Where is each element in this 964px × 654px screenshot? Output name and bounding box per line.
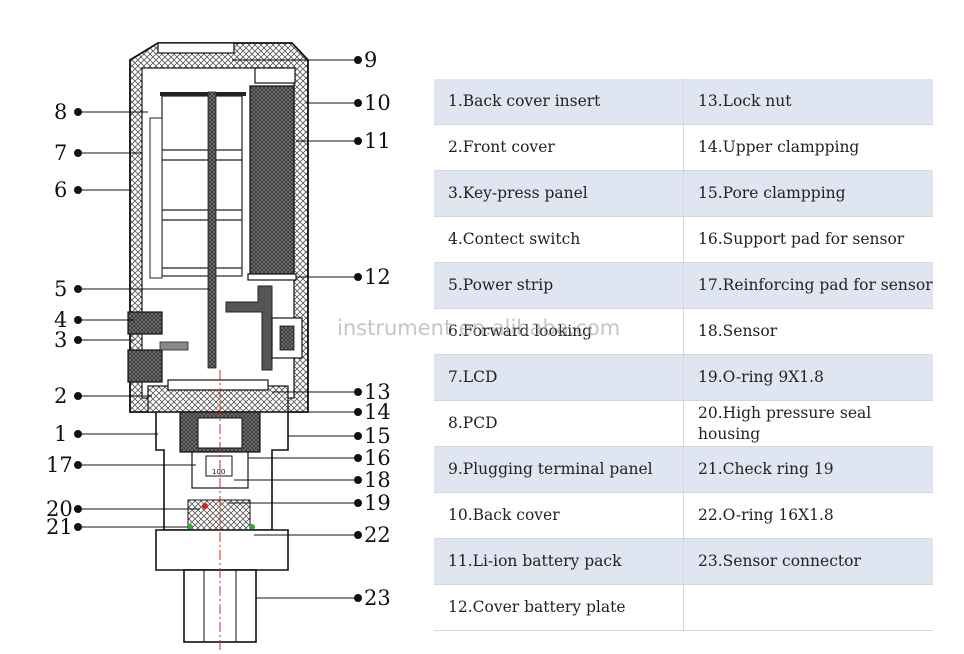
callout-9: 9 xyxy=(364,48,377,72)
callout-dots xyxy=(74,56,362,602)
part-left-cell: 4.Contect switch xyxy=(434,216,684,263)
part-left-cell: 5.Power strip xyxy=(434,262,684,309)
seal-housing xyxy=(187,499,251,531)
part-right-cell xyxy=(683,584,933,631)
watermark: instrument.en.alibaba.com xyxy=(337,316,621,340)
part-right-cell: 22.O-ring 16X1.8 xyxy=(683,492,933,539)
callout-4: 4 xyxy=(54,308,67,332)
part-left-cell: 9.Plugging terminal panel xyxy=(434,446,684,493)
callout-1: 1 xyxy=(54,422,67,446)
part-left-cell: 3.Key-press panel xyxy=(434,170,684,217)
callout-19: 19 xyxy=(364,491,391,515)
battery-cover-plate xyxy=(247,273,297,281)
cross-section-diagram: 100 xyxy=(46,42,391,650)
part-left-cell: 12.Cover battery plate xyxy=(434,584,684,631)
callout-11: 11 xyxy=(364,129,391,153)
callout-23: 23 xyxy=(364,586,391,610)
part-left-cell: 2.Front cover xyxy=(434,124,684,171)
sensor-label: 100 xyxy=(212,468,225,476)
lcd-pcb-stack xyxy=(149,91,246,369)
callout-12: 12 xyxy=(364,265,391,289)
callout-15: 15 xyxy=(364,424,391,448)
callout-13: 13 xyxy=(364,380,391,404)
part-left-cell: 11.Li-ion battery pack xyxy=(434,538,684,585)
o-ring-right xyxy=(249,524,255,530)
callout-6: 6 xyxy=(54,178,67,202)
part-left-cell: 1.Back cover insert xyxy=(434,79,684,125)
callout-17: 17 xyxy=(46,453,73,477)
part-right-cell: 17.Reinforcing pad for sensor xyxy=(683,262,933,309)
callout-numbers: 8 7 6 5 4 3 2 1 17 20 21 9 10 11 12 13 1… xyxy=(46,48,391,610)
part-right-cell: 15.Pore clampping xyxy=(683,170,933,217)
callout-8: 8 xyxy=(54,100,67,124)
callout-14: 14 xyxy=(364,400,391,424)
part-right-cell: 14.Upper clampping xyxy=(683,124,933,171)
part-left-cell: 7.LCD xyxy=(434,354,684,401)
part-left-cell: 6.Forward looking xyxy=(434,308,684,355)
callout-2: 2 xyxy=(54,384,67,408)
callout-21: 21 xyxy=(46,515,73,539)
callout-10: 10 xyxy=(364,91,391,115)
callout-22: 22 xyxy=(364,523,391,547)
part-left-cell: 10.Back cover xyxy=(434,492,684,539)
part-right-cell: 21.Check ring 19 xyxy=(683,446,933,493)
part-right-cell: 23.Sensor connector xyxy=(683,538,933,585)
side-connector xyxy=(271,317,303,359)
callout-18: 18 xyxy=(364,468,391,492)
o-ring-19 xyxy=(202,503,208,509)
part-right-cell: 19.O-ring 9X1.8 xyxy=(683,354,933,401)
leader-lines xyxy=(78,59,358,599)
part-left-cell: 8.PCD xyxy=(434,400,684,447)
part-right-cell: 20.High pressure seal housing xyxy=(683,400,933,447)
parts-table-row: 12.Cover battery plate xyxy=(434,584,933,631)
callout-20: 20 xyxy=(46,497,73,521)
part-right-cell: 16.Support pad for sensor xyxy=(683,216,933,263)
power-strip xyxy=(225,285,273,371)
contact-switch xyxy=(127,311,163,335)
callout-16: 16 xyxy=(364,446,391,470)
o-ring-left xyxy=(187,524,193,530)
hex-nut xyxy=(155,529,289,571)
callout-3: 3 xyxy=(54,328,67,352)
battery-pack xyxy=(249,85,295,277)
part-right-cell: 13.Lock nut xyxy=(683,79,933,125)
callout-5: 5 xyxy=(54,277,67,301)
part-right-cell: 18.Sensor xyxy=(683,308,933,355)
callout-7: 7 xyxy=(54,141,67,165)
key-press-panel xyxy=(127,349,163,383)
